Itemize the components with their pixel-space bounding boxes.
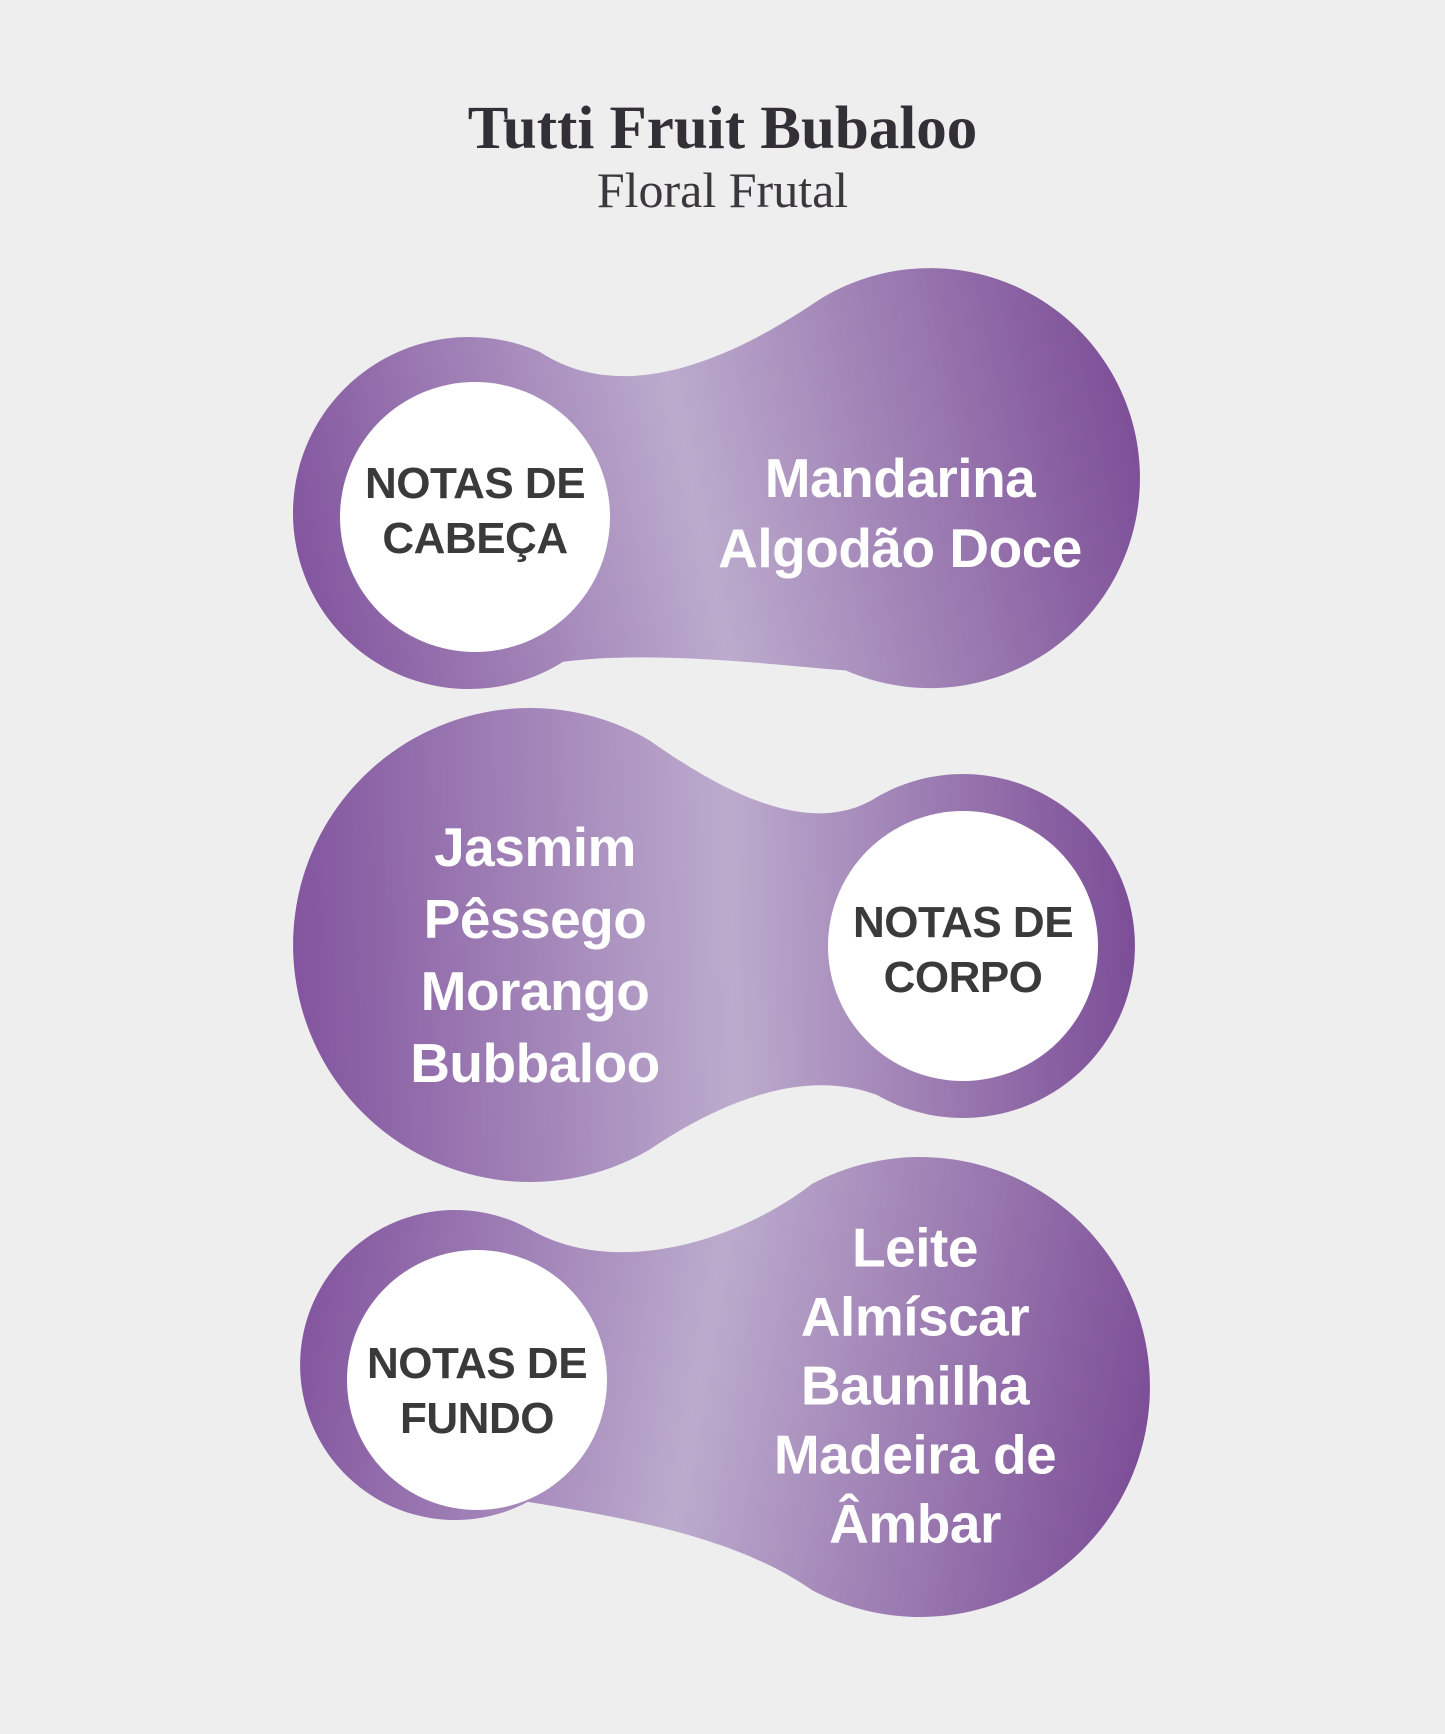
top-notes-label: NOTAS DE CABEÇA bbox=[364, 456, 586, 566]
heart-label-circle bbox=[828, 811, 1098, 1081]
top-notes-list: Mandarina Algodão Doce bbox=[718, 443, 1082, 583]
page-subtitle: Floral Frutal bbox=[596, 162, 849, 218]
page-title: Tutti Fruit Bubaloo bbox=[467, 95, 978, 162]
note-item: Almíscar bbox=[800, 1285, 1030, 1348]
heart-notes-list: Jasmim Pêssego Morango Bubbaloo bbox=[410, 811, 660, 1099]
note-item: Bubbaloo bbox=[410, 1032, 660, 1094]
note-item: Pêssego bbox=[423, 888, 647, 950]
base-notes-label: NOTAS DE FUNDO bbox=[366, 1336, 588, 1446]
heart-notes-label-line2: CORPO bbox=[883, 953, 1043, 1002]
base-notes-label-line2: FUNDO bbox=[400, 1394, 554, 1443]
top-notes-label-line1: NOTAS DE bbox=[364, 459, 586, 508]
note-item: Mandarina bbox=[764, 447, 1036, 509]
note-item: Madeira de bbox=[773, 1423, 1057, 1486]
base-label-circle bbox=[347, 1250, 607, 1510]
base-notes-label-line1: NOTAS DE bbox=[366, 1339, 588, 1388]
base-notes-list: Leite Almíscar Baunilha Madeira de Âmbar bbox=[773, 1214, 1057, 1559]
note-item: Morango bbox=[420, 960, 650, 1022]
heart-notes-label-line1: NOTAS DE bbox=[852, 898, 1074, 947]
note-item: Jasmim bbox=[434, 816, 636, 878]
note-item: Baunilha bbox=[800, 1354, 1030, 1417]
note-item: Algodão Doce bbox=[718, 517, 1082, 579]
note-item: Leite bbox=[852, 1216, 978, 1279]
top-notes-label-line2: CABEÇA bbox=[382, 514, 568, 563]
note-item: Âmbar bbox=[829, 1492, 1001, 1555]
top-label-circle bbox=[340, 382, 610, 652]
heart-notes-label: NOTAS DE CORPO bbox=[852, 895, 1074, 1005]
